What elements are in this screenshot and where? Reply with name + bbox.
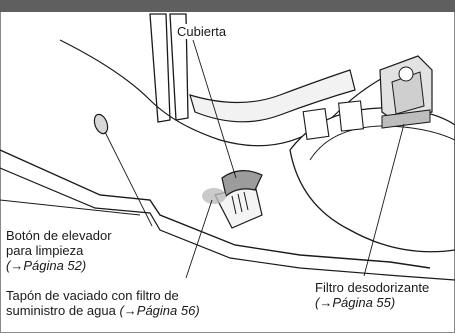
bowl-inner — [309, 125, 455, 161]
lift-button-page-ref: (→Página 52) — [6, 258, 87, 273]
filter-tab — [381, 109, 431, 129]
filter-screw — [398, 66, 414, 82]
leader-cover — [192, 39, 237, 179]
body-outline — [0, 149, 431, 269]
deodorizing-filter-label-text: Filtro desodorizante — [315, 280, 430, 295]
drain-plug-grill — [231, 191, 249, 215]
vent-slot-2 — [337, 100, 365, 132]
drain-plug-glow — [202, 188, 226, 204]
lid-arm — [149, 13, 171, 123]
drain-plug-label-line2-text: suministro de agua — [6, 303, 120, 318]
lift-button-label: Botón de elevador para limpieza (→Página… — [6, 228, 112, 273]
cover-label: Cubierta — [176, 24, 228, 39]
leader-filter — [363, 123, 405, 277]
drain-plug-label: Tapón de vaciado con filtro de suministr… — [6, 288, 200, 318]
leader-drain-plug — [185, 199, 213, 279]
lift-button-label-line1: Botón de elevador — [6, 228, 112, 243]
drain-plug-label-line2: suministro de agua (→Página 56) — [6, 303, 200, 318]
lid-arm-inner — [169, 13, 189, 121]
housing-ridge — [189, 69, 356, 123]
leader-lift-button — [104, 131, 153, 227]
body-edge — [0, 167, 455, 281]
deodorizing-filter-page-ref: (→Página 55) — [315, 295, 396, 310]
lift-button-label-line2: para limpieza — [6, 243, 84, 258]
drain-plug-label-line1: Tapón de vaciado con filtro de — [6, 288, 179, 303]
body-lower-edge — [0, 199, 141, 216]
header-bar — [0, 0, 455, 12]
drain-plug-page-ref: (→Página 56) — [119, 303, 200, 318]
deodorizing-filter-label: Filtro desodorizante (→Página 55) — [314, 280, 431, 310]
housing-top — [59, 39, 421, 147]
vent-slot-1 — [302, 107, 330, 141]
lift-button — [93, 113, 109, 135]
